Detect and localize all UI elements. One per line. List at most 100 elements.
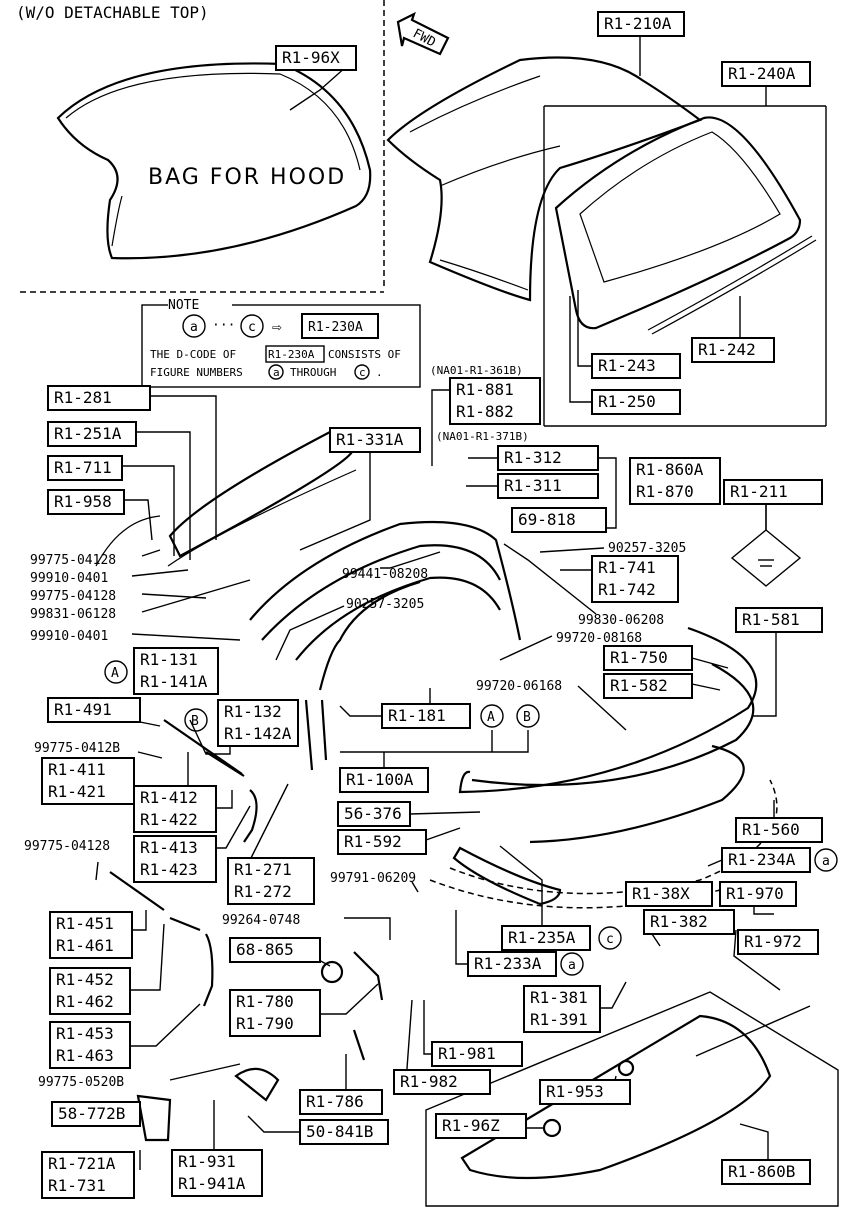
part-number-90257-3205-b: 90257-3205 <box>346 597 424 612</box>
part-label-text: R1-581 <box>742 610 800 629</box>
part-number-99775-04128-b: 99775-04128 <box>30 589 116 604</box>
part-label-text: R1-742 <box>598 580 656 599</box>
part-label-frame <box>337 829 427 855</box>
part-label-frame <box>47 489 125 515</box>
part-label-frame <box>721 1159 811 1185</box>
part-label-text: R1-281 <box>54 388 112 407</box>
note-line1-code: R1-230A <box>268 348 315 361</box>
part-label-r1-250: R1-250 <box>591 389 681 415</box>
marker-B-left: B <box>191 714 199 729</box>
part-label-text: R1-96Z <box>442 1116 500 1135</box>
part-number-99910-0401-b: 99910-0401 <box>30 629 108 644</box>
part-number-99791-06209: 99791-06209 <box>330 871 416 886</box>
variant-371-note: (NA01-R1-371B) <box>436 430 529 443</box>
part-label-r1-181: R1-181 <box>381 703 471 729</box>
part-label-r1-982: R1-982 <box>393 1069 491 1095</box>
part-label-frame <box>299 1119 389 1145</box>
part-label-frame <box>41 757 135 805</box>
part-label-frame <box>721 847 811 873</box>
part-label-r1-953: R1-953 <box>539 1079 631 1105</box>
part-label-text: R1-741 <box>598 558 656 577</box>
part-label-text: R1-461 <box>56 936 114 955</box>
part-label-text: R1-750 <box>610 648 668 667</box>
part-label-r1-234a: R1-234A <box>721 847 811 873</box>
marker-A-left: A <box>111 666 119 681</box>
part-label-frame <box>41 1151 135 1199</box>
part-label-frame <box>591 555 679 603</box>
part-label-text: R1-132 <box>224 702 282 721</box>
part-label-frame <box>49 1021 131 1069</box>
part-number-text: 99775-0520B <box>38 1075 124 1090</box>
part-label-text: R1-251A <box>54 424 122 443</box>
part-label-text: R1-491 <box>54 700 112 719</box>
part-label-text: R1-958 <box>54 492 112 511</box>
marker-a: a <box>568 958 576 973</box>
part-number-99830-06208: 99830-06208 <box>578 613 664 628</box>
part-label-text: R1-235A <box>508 928 576 947</box>
part-label-r1-96x: R1-96X <box>275 45 357 71</box>
part-label-text: R1-210A <box>604 14 672 33</box>
part-label-text: R1-243 <box>598 356 656 375</box>
marker-c: c <box>606 932 614 947</box>
part-label-frame <box>133 647 219 695</box>
part-label-text: R1-271 <box>234 860 292 879</box>
part-label-text: R1-142A <box>224 724 292 743</box>
part-label-frame <box>523 985 601 1033</box>
part-label-text: R1-233A <box>474 954 542 973</box>
part-number-text: 90257-3205 <box>608 541 686 556</box>
variant-361-note: (NA01-R1-361B) <box>430 364 523 377</box>
note-line2-c: c <box>359 366 366 379</box>
part-label-text: R1-382 <box>650 912 708 931</box>
part-label-frame <box>49 911 133 959</box>
part-label-text: R1-423 <box>140 860 198 879</box>
part-label-frame <box>275 45 357 71</box>
part-label-text: R1-970 <box>726 884 784 903</box>
part-number-text: 90257-3205 <box>346 597 424 612</box>
note-line1-prefix: THE D-CODE OF <box>150 348 236 361</box>
part-label-r1-750: R1-750 <box>603 645 693 671</box>
part-number-text: 99831-06128 <box>30 607 116 622</box>
part-label-text: R1-412 <box>140 788 198 807</box>
part-label-frame <box>723 479 823 505</box>
part-number-99775-0412b: 99775-0412B <box>34 741 120 756</box>
part-label-56-376: 56-376 <box>337 801 411 827</box>
part-label-r1-251a: R1-251A <box>47 421 137 447</box>
part-number-text: 99441-08208 <box>342 567 428 582</box>
part-number-99910-0401-a: 99910-0401 <box>30 571 108 586</box>
part-label-text: 58-772B <box>58 1104 125 1123</box>
part-label-frame <box>497 445 599 471</box>
part-label-text: R1-331A <box>336 430 404 449</box>
note-arrow: ⇨ <box>272 317 282 336</box>
part-label-frame <box>229 937 321 963</box>
marker-B-right: B <box>523 710 531 725</box>
soft-top-drawing <box>386 56 703 302</box>
part-label-r1-38x: R1-38X <box>625 881 713 907</box>
part-label-text: R1-780 <box>236 992 294 1011</box>
part-label-r1-281: R1-281 <box>47 385 151 411</box>
part-label-frame <box>47 385 151 411</box>
part-label-frame <box>227 857 315 905</box>
part-label-r1-96z: R1-96Z <box>435 1113 527 1139</box>
latch-hardware-drawing <box>136 951 384 1142</box>
part-label-frame <box>449 377 541 425</box>
part-label-r1-331a: R1-331A <box>329 427 421 453</box>
part-label-text: R1-211 <box>730 482 788 501</box>
part-label-text: R1-860A <box>636 460 704 479</box>
part-label-r1-972: R1-972 <box>737 929 819 955</box>
part-label-frame <box>497 473 599 499</box>
part-label-r1-382: R1-382 <box>643 909 735 935</box>
forward-arrow-icon <box>396 11 450 56</box>
part-label-68-865: 68-865 <box>229 937 321 963</box>
part-label-r1-491: R1-491 <box>47 697 141 723</box>
part-label-text: R1-250 <box>598 392 656 411</box>
part-label-frame <box>217 699 299 747</box>
part-label-text: 56-376 <box>344 804 402 823</box>
part-label-text: R1-96X <box>282 48 340 67</box>
